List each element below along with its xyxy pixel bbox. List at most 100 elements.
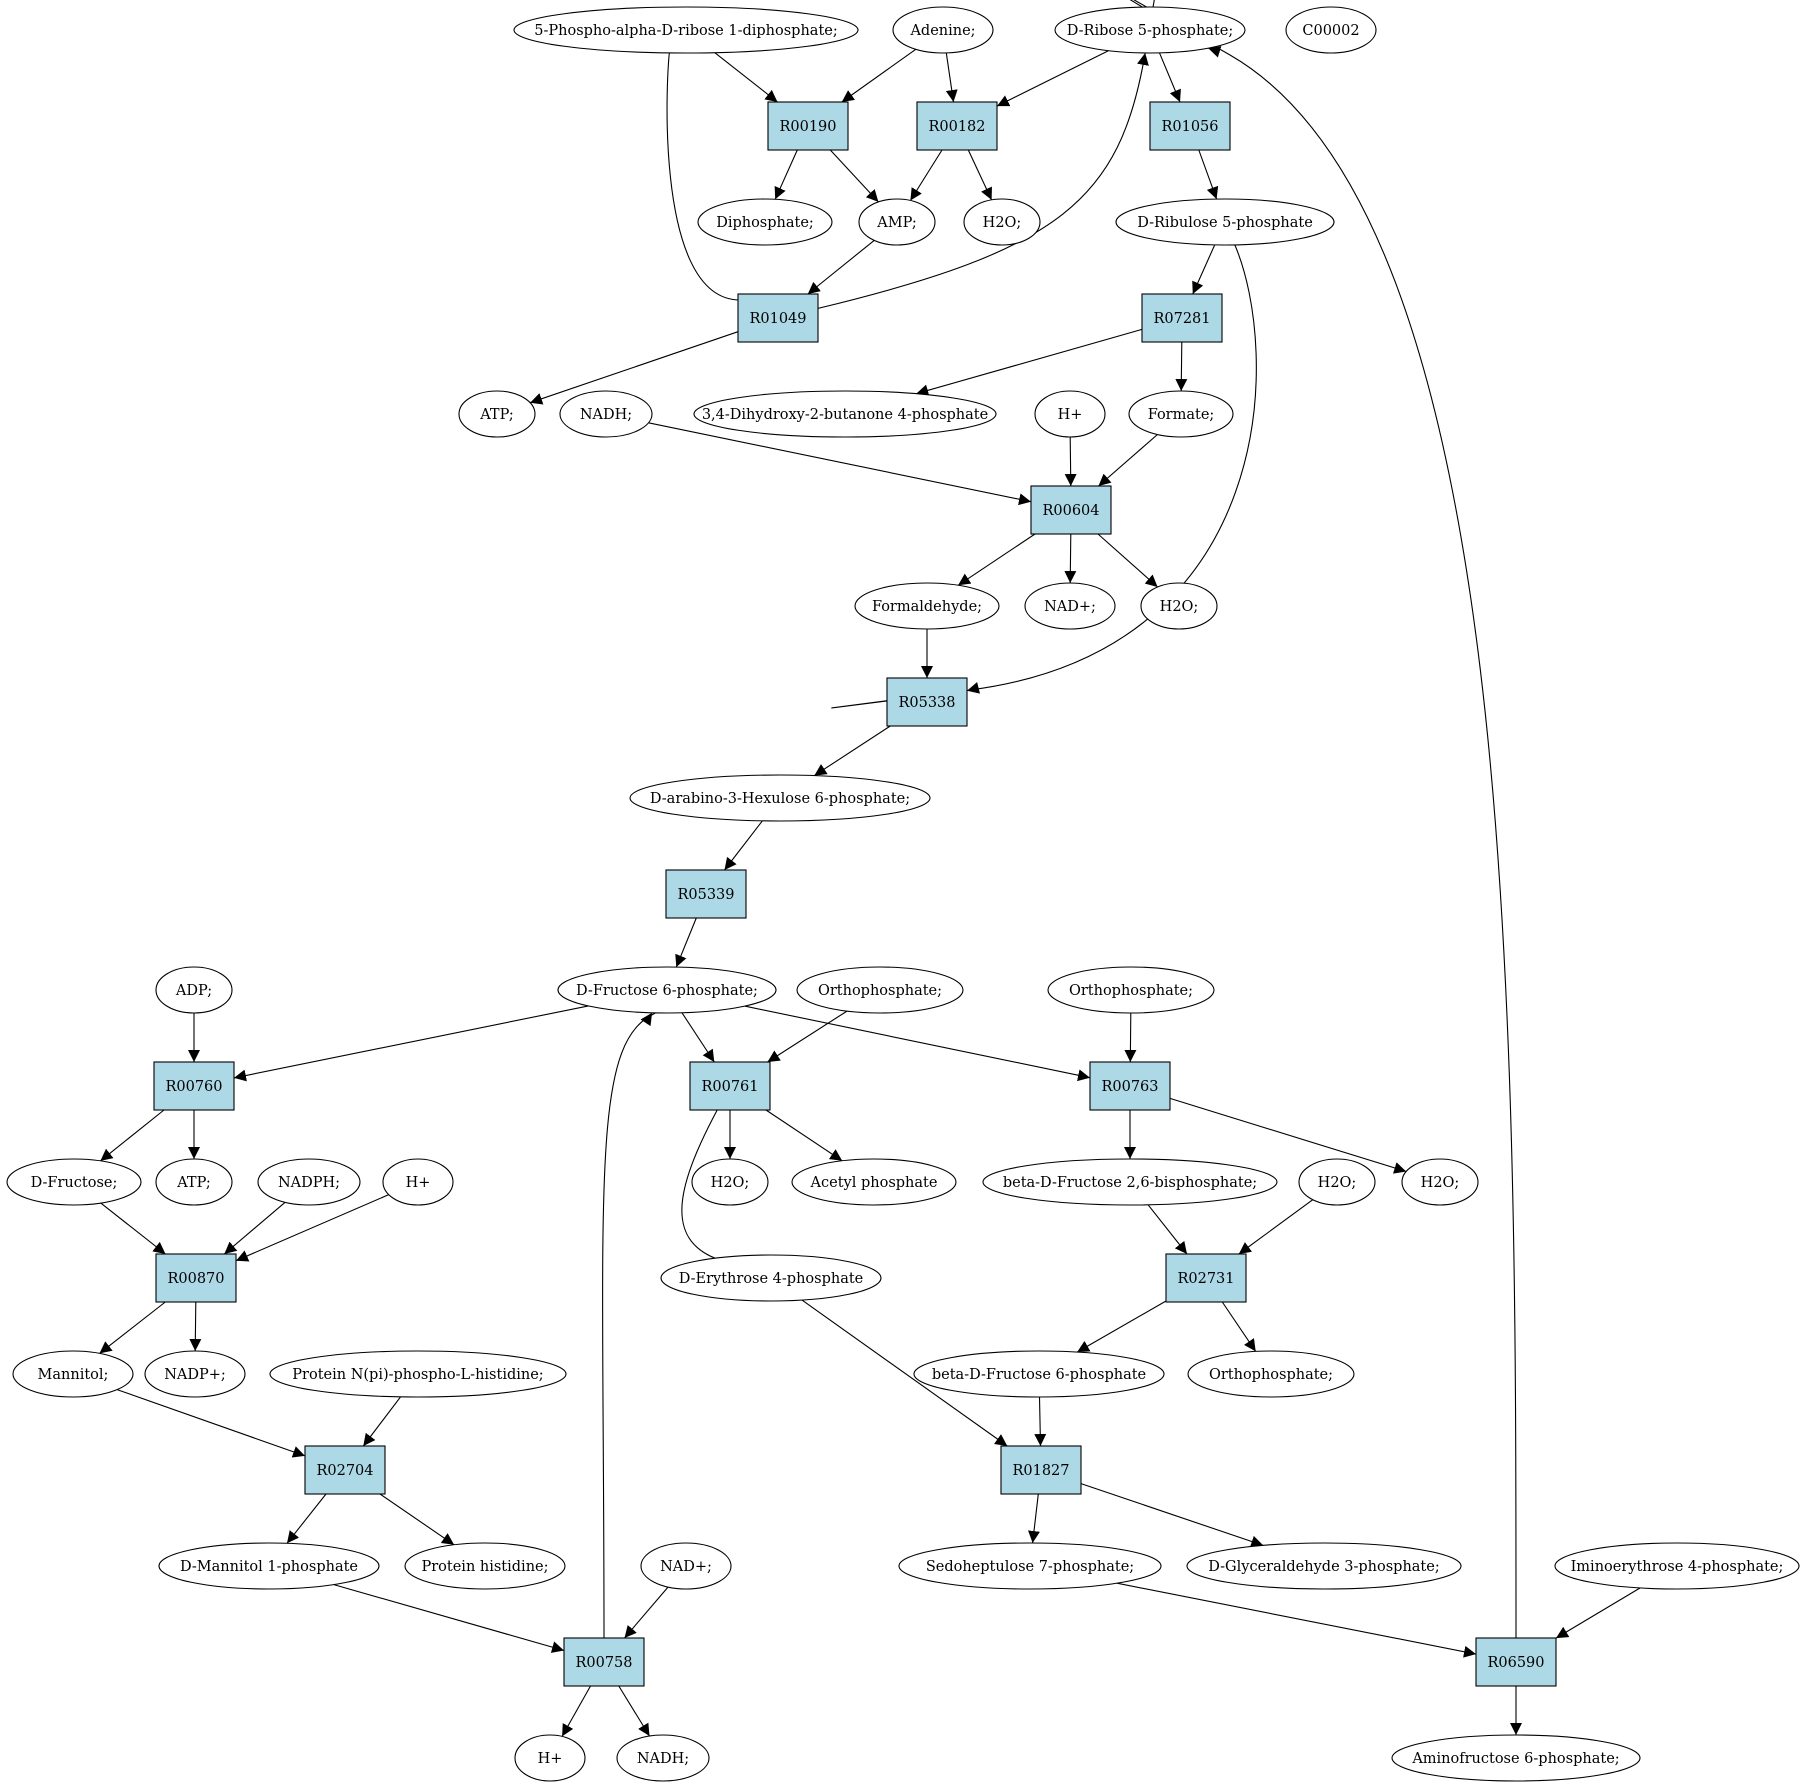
compound-node-f6p[interactable]: D-Fructose 6-phosphate;	[557, 966, 777, 1014]
node-label: H+	[406, 1175, 431, 1191]
compound-node-h2o_2[interactable]: H2O;	[1140, 582, 1218, 630]
reaction-node-R01827[interactable]: R01827	[1000, 1445, 1082, 1495]
compound-node-h2o_5[interactable]: H2O;	[1401, 1158, 1479, 1206]
reaction-node-R00604[interactable]: R00604	[1030, 485, 1112, 535]
compound-node-formaldehyde[interactable]: Formaldehyde;	[854, 582, 1000, 630]
compound-node-m1p[interactable]: D-Mannitol 1-phosphate	[158, 1542, 380, 1590]
reaction-node-R00870[interactable]: R00870	[155, 1253, 237, 1303]
edge-pi_1-to-R00761	[767, 1010, 848, 1063]
reaction-node-R00758[interactable]: R00758	[563, 1637, 645, 1687]
reaction-node-R07281[interactable]: R07281	[1141, 293, 1223, 343]
reaction-node-R01056[interactable]: R01056	[1149, 101, 1231, 151]
compound-node-h2o_3[interactable]: H2O;	[691, 1158, 769, 1206]
compound-node-g3p[interactable]: D-Glyceraldehyde 3-phosphate;	[1186, 1542, 1462, 1590]
edge-nadplus_2-to-R00758	[624, 1586, 669, 1639]
node-label: D-Mannitol 1-phosphate	[180, 1559, 358, 1575]
edge-f6p-to-R00760	[233, 1005, 589, 1082]
edge-nadph-to-R00870	[223, 1201, 286, 1255]
compound-node-nadpplus[interactable]: NADP+;	[144, 1350, 246, 1398]
compound-node-mannitol[interactable]: Mannitol;	[12, 1350, 134, 1398]
compound-node-hu6p[interactable]: D-arabino-3-Hexulose 6-phosphate;	[629, 774, 931, 822]
compound-node-r5p[interactable]: D-Ribose 5-phosphate;	[1054, 6, 1246, 54]
compound-node-atp_1[interactable]: ATP;	[458, 390, 536, 438]
edge-s7p-to-R06590	[1116, 1582, 1477, 1658]
compound-node-prothis[interactable]: Protein histidine;	[404, 1542, 566, 1590]
node-label: Mannitol;	[38, 1367, 109, 1383]
compound-node-ru5p[interactable]: D-Ribulose 5-phosphate	[1115, 198, 1335, 246]
node-label: beta-D-Fructose 6-phosphate	[932, 1367, 1146, 1383]
reaction-node-R02731[interactable]: R02731	[1165, 1253, 1247, 1303]
node-label: Iminoerythrose 4-phosphate;	[1571, 1559, 1784, 1575]
compound-node-hplus_2[interactable]: H+	[382, 1158, 454, 1206]
reaction-box	[1000, 1445, 1082, 1495]
compound-node-pi_2[interactable]: Orthophosphate;	[1047, 966, 1215, 1014]
compound-node-nadph[interactable]: NADPH;	[257, 1158, 361, 1206]
compound-ellipse	[144, 1350, 246, 1398]
compound-node-h2o_4[interactable]: H2O;	[1298, 1158, 1376, 1206]
compound-node-c00002[interactable]: C00002	[1285, 6, 1377, 54]
node-label: Formaldehyde;	[872, 599, 982, 615]
compound-node-adenine[interactable]: Adenine;	[892, 6, 994, 54]
compound-ellipse	[982, 1158, 1278, 1206]
edge-R01827-to-g3p	[1080, 1483, 1264, 1548]
edge-R07281-to-dhbp	[916, 328, 1143, 397]
compound-node-bf6p[interactable]: beta-D-Fructose 6-phosphate	[913, 1350, 1165, 1398]
node-label: D-Ribulose 5-phosphate	[1137, 215, 1313, 231]
compound-node-pi_3[interactable]: Orthophosphate;	[1187, 1350, 1355, 1398]
reaction-node-R05338[interactable]: R05338	[886, 677, 968, 727]
reaction-node-R00760[interactable]: R00760	[153, 1061, 235, 1111]
compound-ellipse	[557, 966, 777, 1014]
compound-node-s7p[interactable]: Sedoheptulose 7-phosphate;	[898, 1542, 1162, 1590]
compound-node-formate[interactable]: Formate;	[1128, 390, 1234, 438]
node-label: D-arabino-3-Hexulose 6-phosphate;	[650, 791, 910, 807]
compound-node-hplus_1[interactable]: H+	[1034, 390, 1106, 438]
edge-R00758-to-hplus_3	[561, 1685, 591, 1737]
compound-node-nadplus_1[interactable]: NAD+;	[1024, 582, 1116, 630]
compound-node-acetylp[interactable]: Acetyl phosphate	[791, 1158, 957, 1206]
node-label: H+	[1058, 407, 1083, 423]
edge-hplus_2-to-R00870	[235, 1194, 390, 1262]
reaction-box	[1141, 293, 1223, 343]
reaction-node-R02704[interactable]: R02704	[304, 1445, 386, 1495]
node-label: Acetyl phosphate	[810, 1175, 938, 1191]
compound-node-h2o_1[interactable]: H2O;	[963, 198, 1041, 246]
compound-node-nadh_1[interactable]: NADH;	[559, 390, 653, 438]
compound-node-prpp[interactable]: 5-Phospho-alpha-D-ribose 1-diphosphate;	[513, 6, 859, 54]
compound-node-dhbp[interactable]: 3,4-Dihydroxy-2-butanone 4-phosphate	[693, 390, 997, 438]
compound-ellipse	[155, 1158, 233, 1206]
compound-ellipse	[1554, 1542, 1800, 1590]
edge-ru5p-to-R07281	[1192, 244, 1216, 295]
compound-node-af6p[interactable]: Aminofructose 6-phosphate;	[1391, 1734, 1641, 1782]
compound-node-nadh_2[interactable]: NADH;	[616, 1734, 710, 1782]
edge-R00761-to-acetylp	[765, 1109, 843, 1162]
compound-node-diphosphate[interactable]: Diphosphate;	[697, 198, 833, 246]
compound-node-pi_1[interactable]: Orthophosphate;	[796, 966, 964, 1014]
compound-node-atp_2[interactable]: ATP;	[155, 1158, 233, 1206]
reaction-node-R00182[interactable]: R00182	[916, 101, 998, 151]
reaction-box	[1149, 101, 1231, 151]
reaction-node-R05339[interactable]: R05339	[665, 869, 747, 919]
compound-node-e4p[interactable]: D-Erythrose 4-phosphate	[660, 1254, 882, 1302]
reaction-node-R00190[interactable]: R00190	[767, 101, 849, 151]
compound-ellipse	[1391, 1734, 1641, 1782]
node-label: Protein N(pi)-phospho-L-histidine;	[292, 1367, 543, 1383]
compound-node-amp[interactable]: AMP;	[858, 198, 936, 246]
edge-e4p-to-R01827	[801, 1299, 1008, 1447]
compound-node-nadplus_2[interactable]: NAD+;	[640, 1542, 732, 1590]
compound-ellipse	[155, 966, 233, 1014]
compound-node-f26bp[interactable]: beta-D-Fructose 2,6-bisphosphate;	[982, 1158, 1278, 1206]
compound-node-protphis[interactable]: Protein N(pi)-phospho-L-histidine;	[269, 1350, 567, 1398]
reaction-node-R00761[interactable]: R00761	[689, 1061, 771, 1111]
compound-node-hplus_3[interactable]: H+	[514, 1734, 586, 1782]
compound-ellipse	[382, 1158, 454, 1206]
edge-formate-to-R00604	[1098, 434, 1158, 487]
compound-node-ie4p[interactable]: Iminoerythrose 4-phosphate;	[1554, 1542, 1800, 1590]
reaction-node-R00763[interactable]: R00763	[1089, 1061, 1171, 1111]
compound-node-adp[interactable]: ADP;	[155, 966, 233, 1014]
compound-node-fructose[interactable]: D-Fructose;	[6, 1158, 142, 1206]
compound-ellipse	[629, 774, 931, 822]
reaction-node-R06590[interactable]: R06590	[1475, 1637, 1557, 1687]
reaction-node-R01049[interactable]: R01049	[737, 293, 819, 343]
compound-ellipse	[1285, 6, 1377, 54]
compound-ellipse	[858, 198, 936, 246]
